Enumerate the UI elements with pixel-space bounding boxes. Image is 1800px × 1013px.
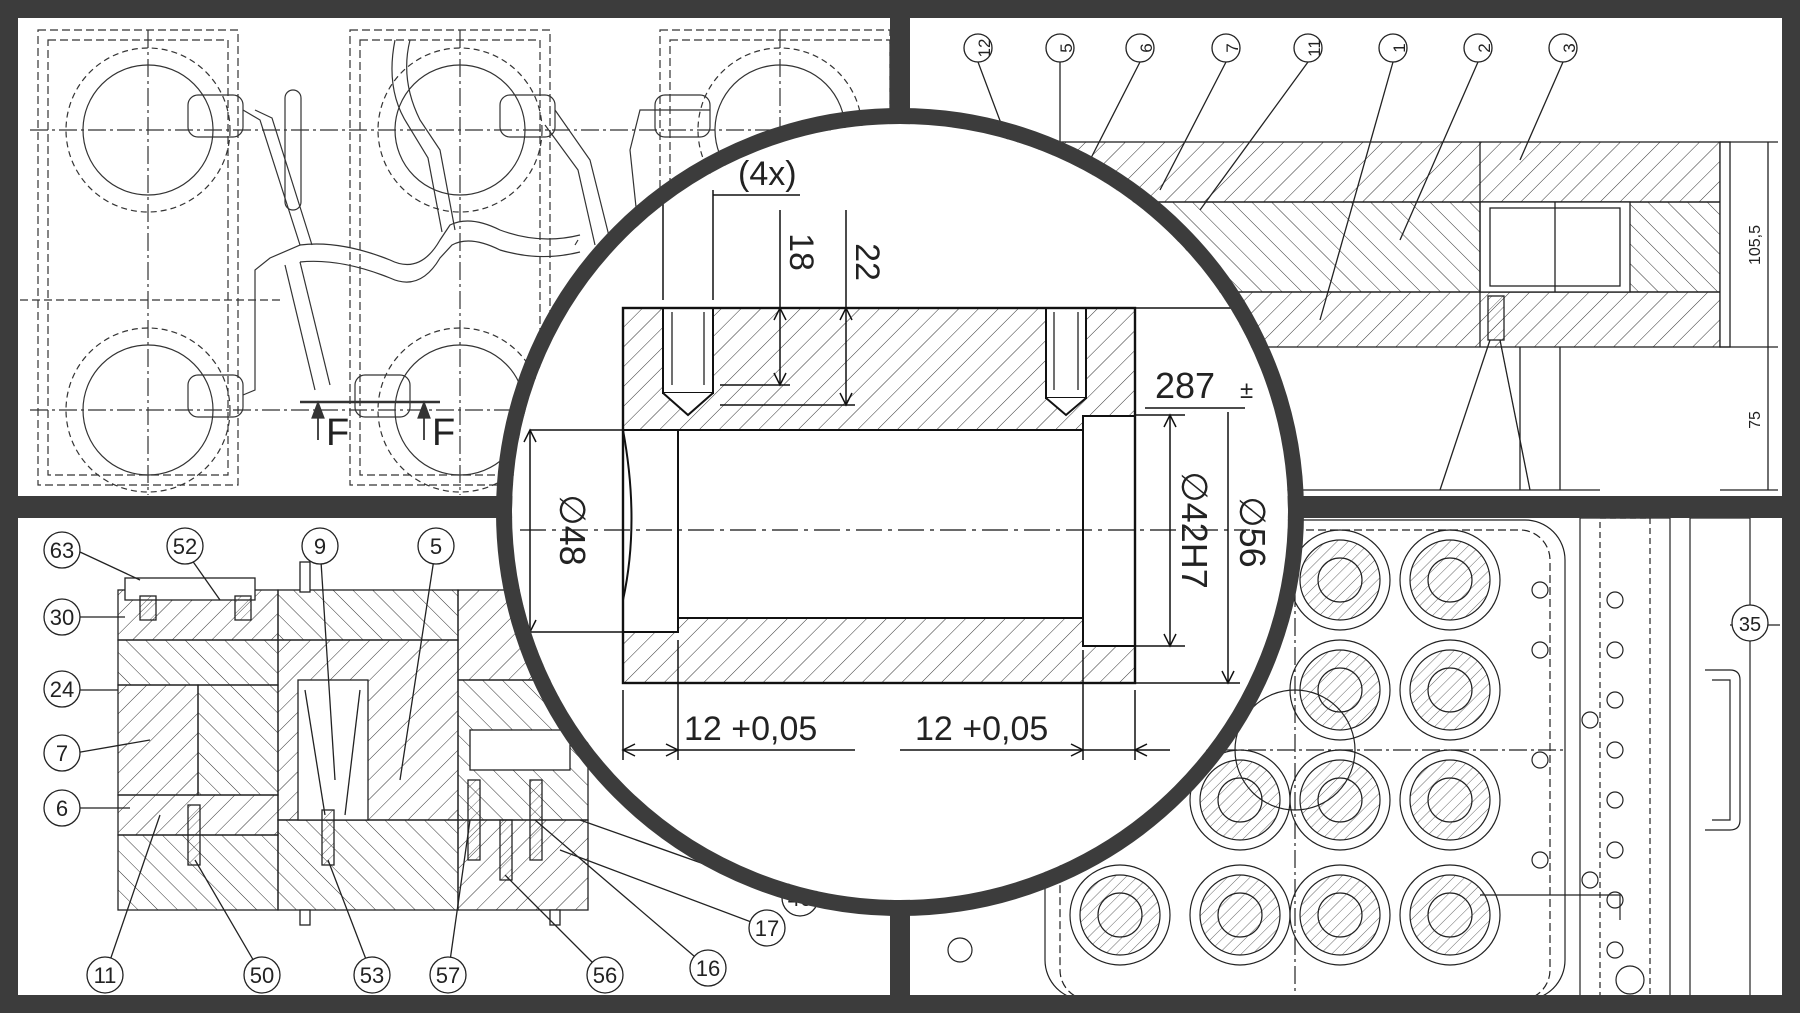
dimension-left-bore: 12 +0,05 — [684, 710, 817, 748]
callout-6: 6 — [56, 796, 68, 821]
callout-7: 7 — [56, 741, 68, 766]
section-label-f-left: F — [326, 412, 349, 454]
diameter-48: ∅48 — [552, 494, 593, 565]
callout-57: 57 — [436, 963, 460, 988]
callout-11: 11 — [94, 963, 117, 988]
magnifier-ring — [496, 108, 1304, 916]
callout-30: 30 — [50, 605, 74, 630]
callout-16: 16 — [696, 956, 720, 981]
callout-5: 5 — [1057, 43, 1076, 52]
dimension-right-bore: 12 +0,05 — [915, 710, 1048, 748]
callout-7: 7 — [1223, 43, 1242, 52]
callout-3: 3 — [1560, 43, 1579, 52]
dimension-75: 75 — [1747, 411, 1764, 429]
count-note-4x: (4x) — [738, 155, 797, 193]
callout-12: 12 — [975, 39, 994, 58]
dimension-287: 287 — [1155, 365, 1215, 406]
callout-9: 9 — [314, 534, 326, 559]
dimension-18: 18 — [782, 233, 820, 271]
callout-35: 35 — [1739, 614, 1761, 636]
callout-63: 63 — [50, 538, 74, 563]
callout-2: 2 — [1475, 43, 1494, 52]
callout-53: 53 — [360, 963, 384, 988]
diameter-42h7: ∅42H7 — [1174, 471, 1215, 588]
detail-magnifier: (4x) 18 22 287 ± ∅48 ∅42H7 ∅56 12 +0,05 … — [496, 108, 1304, 916]
diameter-56: ∅56 — [1232, 496, 1273, 567]
dimension-22: 22 — [848, 243, 886, 281]
callout-50: 50 — [250, 963, 274, 988]
callout-52: 52 — [173, 534, 197, 559]
callout-24: 24 — [50, 677, 74, 702]
callout-56: 56 — [593, 963, 617, 988]
callout-11: 11 — [1305, 39, 1324, 57]
dimension-105-5: 105,5 — [1747, 225, 1764, 265]
dimension-287-tolerance: ± — [1240, 377, 1253, 404]
section-label-f-right: F — [432, 412, 455, 454]
callout-6: 6 — [1137, 43, 1156, 52]
callout-1: 1 — [1390, 43, 1409, 52]
callout-17: 17 — [755, 916, 779, 941]
callout-5: 5 — [430, 534, 442, 559]
